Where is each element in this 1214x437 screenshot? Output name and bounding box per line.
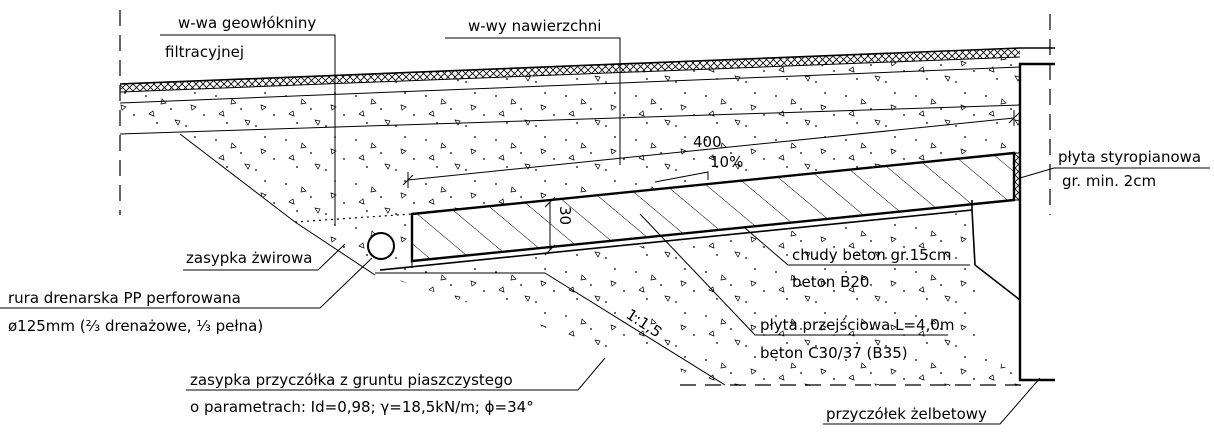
leader-pavement — [445, 37, 621, 165]
label-styrofoam-1: płyta styropianowa — [1058, 148, 1201, 166]
thickness-tick-bottom — [544, 244, 556, 256]
gravel-boundary — [294, 221, 376, 276]
pavement-wearing-course — [120, 48, 1020, 92]
geotextile-dotted — [294, 213, 413, 223]
label-gravel-fill: zasypka żwirowa — [186, 249, 312, 267]
leader-gravel — [183, 243, 346, 271]
label-lean-concrete-2: beton B20 — [792, 273, 869, 291]
label-geotextile-2: filtracyjnej — [165, 43, 244, 61]
label-backfill-2: o parametrach: Id=0,98; γ=18,5kN/m; ϕ=34… — [190, 398, 534, 416]
gravel-fill — [295, 214, 412, 270]
excavation-slope-line — [179, 133, 296, 223]
label-slope-10: 10% — [710, 153, 743, 171]
slope-line — [544, 272, 726, 386]
pavement-top-line — [119, 47, 1055, 85]
leader-geotextile — [160, 34, 336, 225]
label-dimension-400: 400 — [693, 133, 722, 151]
label-geotextile-1: w-wa geowłókniny — [178, 14, 316, 32]
label-backfill-1: zasypka przyczółka z gruntu piaszczysteg… — [190, 371, 513, 389]
leader-styrofoam — [1019, 167, 1210, 179]
label-drain-pipe-2: ø125mm (⅔ drenażowe, ⅓ pełna) — [8, 317, 263, 335]
abutment-face — [1018, 62, 1055, 382]
leader-drain-pipe — [0, 257, 373, 309]
slope-symbol — [654, 171, 709, 183]
label-styrofoam-2: gr. min. 2cm — [1062, 172, 1156, 190]
label-pavement: w-wy nawierzchni — [468, 17, 601, 35]
label-lean-concrete-1: chudy beton gr.15cm — [792, 246, 952, 264]
label-transition-slab-2: beton C30/37 (B35) — [760, 344, 908, 362]
label-transition-slab-1: płyta przejściowa L=4,0m — [760, 316, 955, 334]
label-thickness-30: 30 — [556, 206, 574, 225]
leader-transition-slab — [639, 213, 948, 336]
label-drain-pipe-1: rura drenarska PP perforowana — [8, 289, 241, 307]
thickness-tick-top — [544, 196, 556, 208]
leader-abutment — [823, 377, 1041, 425]
abutment-bracket — [971, 209, 1021, 301]
dimension-400-line — [407, 117, 1015, 181]
leader-lean-concrete — [744, 227, 970, 266]
leader-backfill — [186, 357, 606, 391]
drain-pipe — [367, 232, 395, 260]
label-abutment: przyczółek żelbetowy — [826, 405, 987, 423]
pavement-layer-line-2 — [119, 66, 1021, 104]
